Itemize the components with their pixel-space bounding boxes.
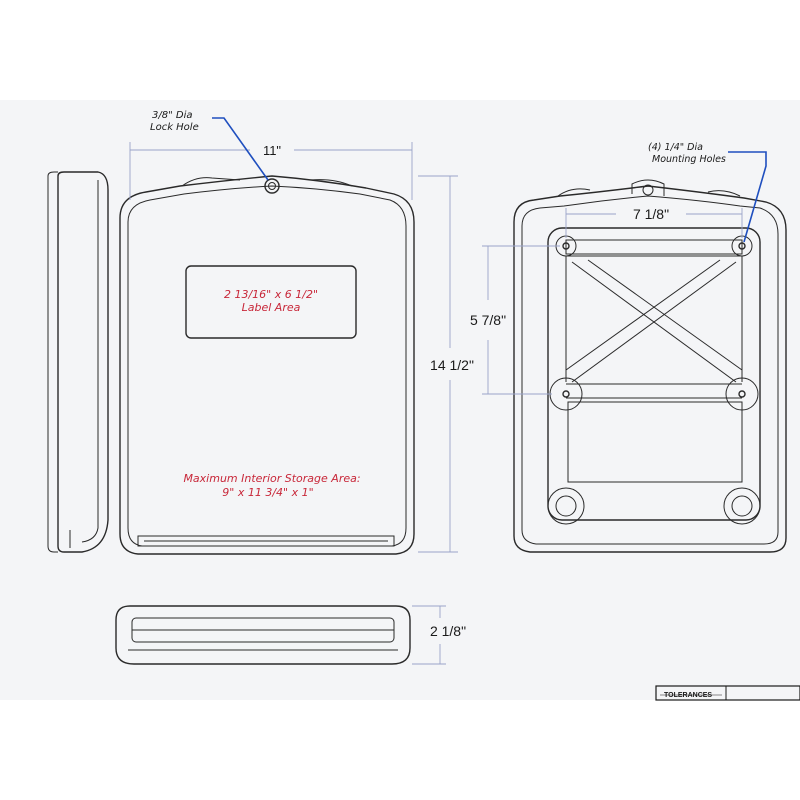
hole-spacing-horizontal: 7 1/8" [633, 206, 669, 222]
bottom-view [115, 605, 411, 665]
lock-hole-label-line2: Lock Hole [150, 122, 199, 133]
paper-sheet [0, 100, 800, 700]
storage-area-caption: Maximum Interior Storage Area: [183, 472, 360, 485]
title-block: TOLERANCES [655, 685, 800, 701]
height-dimension: 14 1/2" [430, 357, 474, 373]
dimension-lines [129, 142, 743, 665]
width-dimension: 11" [263, 143, 281, 158]
front-view [119, 175, 415, 555]
storage-area-size: 9" x 11 3/4" x 1" [222, 486, 313, 499]
mounting-holes-label-line1: (4) 1/4" Dia [648, 142, 703, 153]
leader-lines [212, 117, 767, 243]
depth-dimension: 2 1/8" [430, 623, 466, 639]
hole-spacing-vertical: 5 7/8" [470, 312, 506, 328]
tolerances-label: TOLERANCES [664, 692, 712, 699]
lock-hole-label-line1: 3/8" Dia [152, 110, 192, 121]
label-area-size: 2 13/16" x 6 1/2" [224, 288, 318, 301]
side-view [47, 171, 109, 553]
mounting-holes-label-line2: Mounting Holes [652, 154, 726, 165]
back-view [513, 179, 787, 553]
label-area-caption: Label Area [242, 301, 301, 314]
